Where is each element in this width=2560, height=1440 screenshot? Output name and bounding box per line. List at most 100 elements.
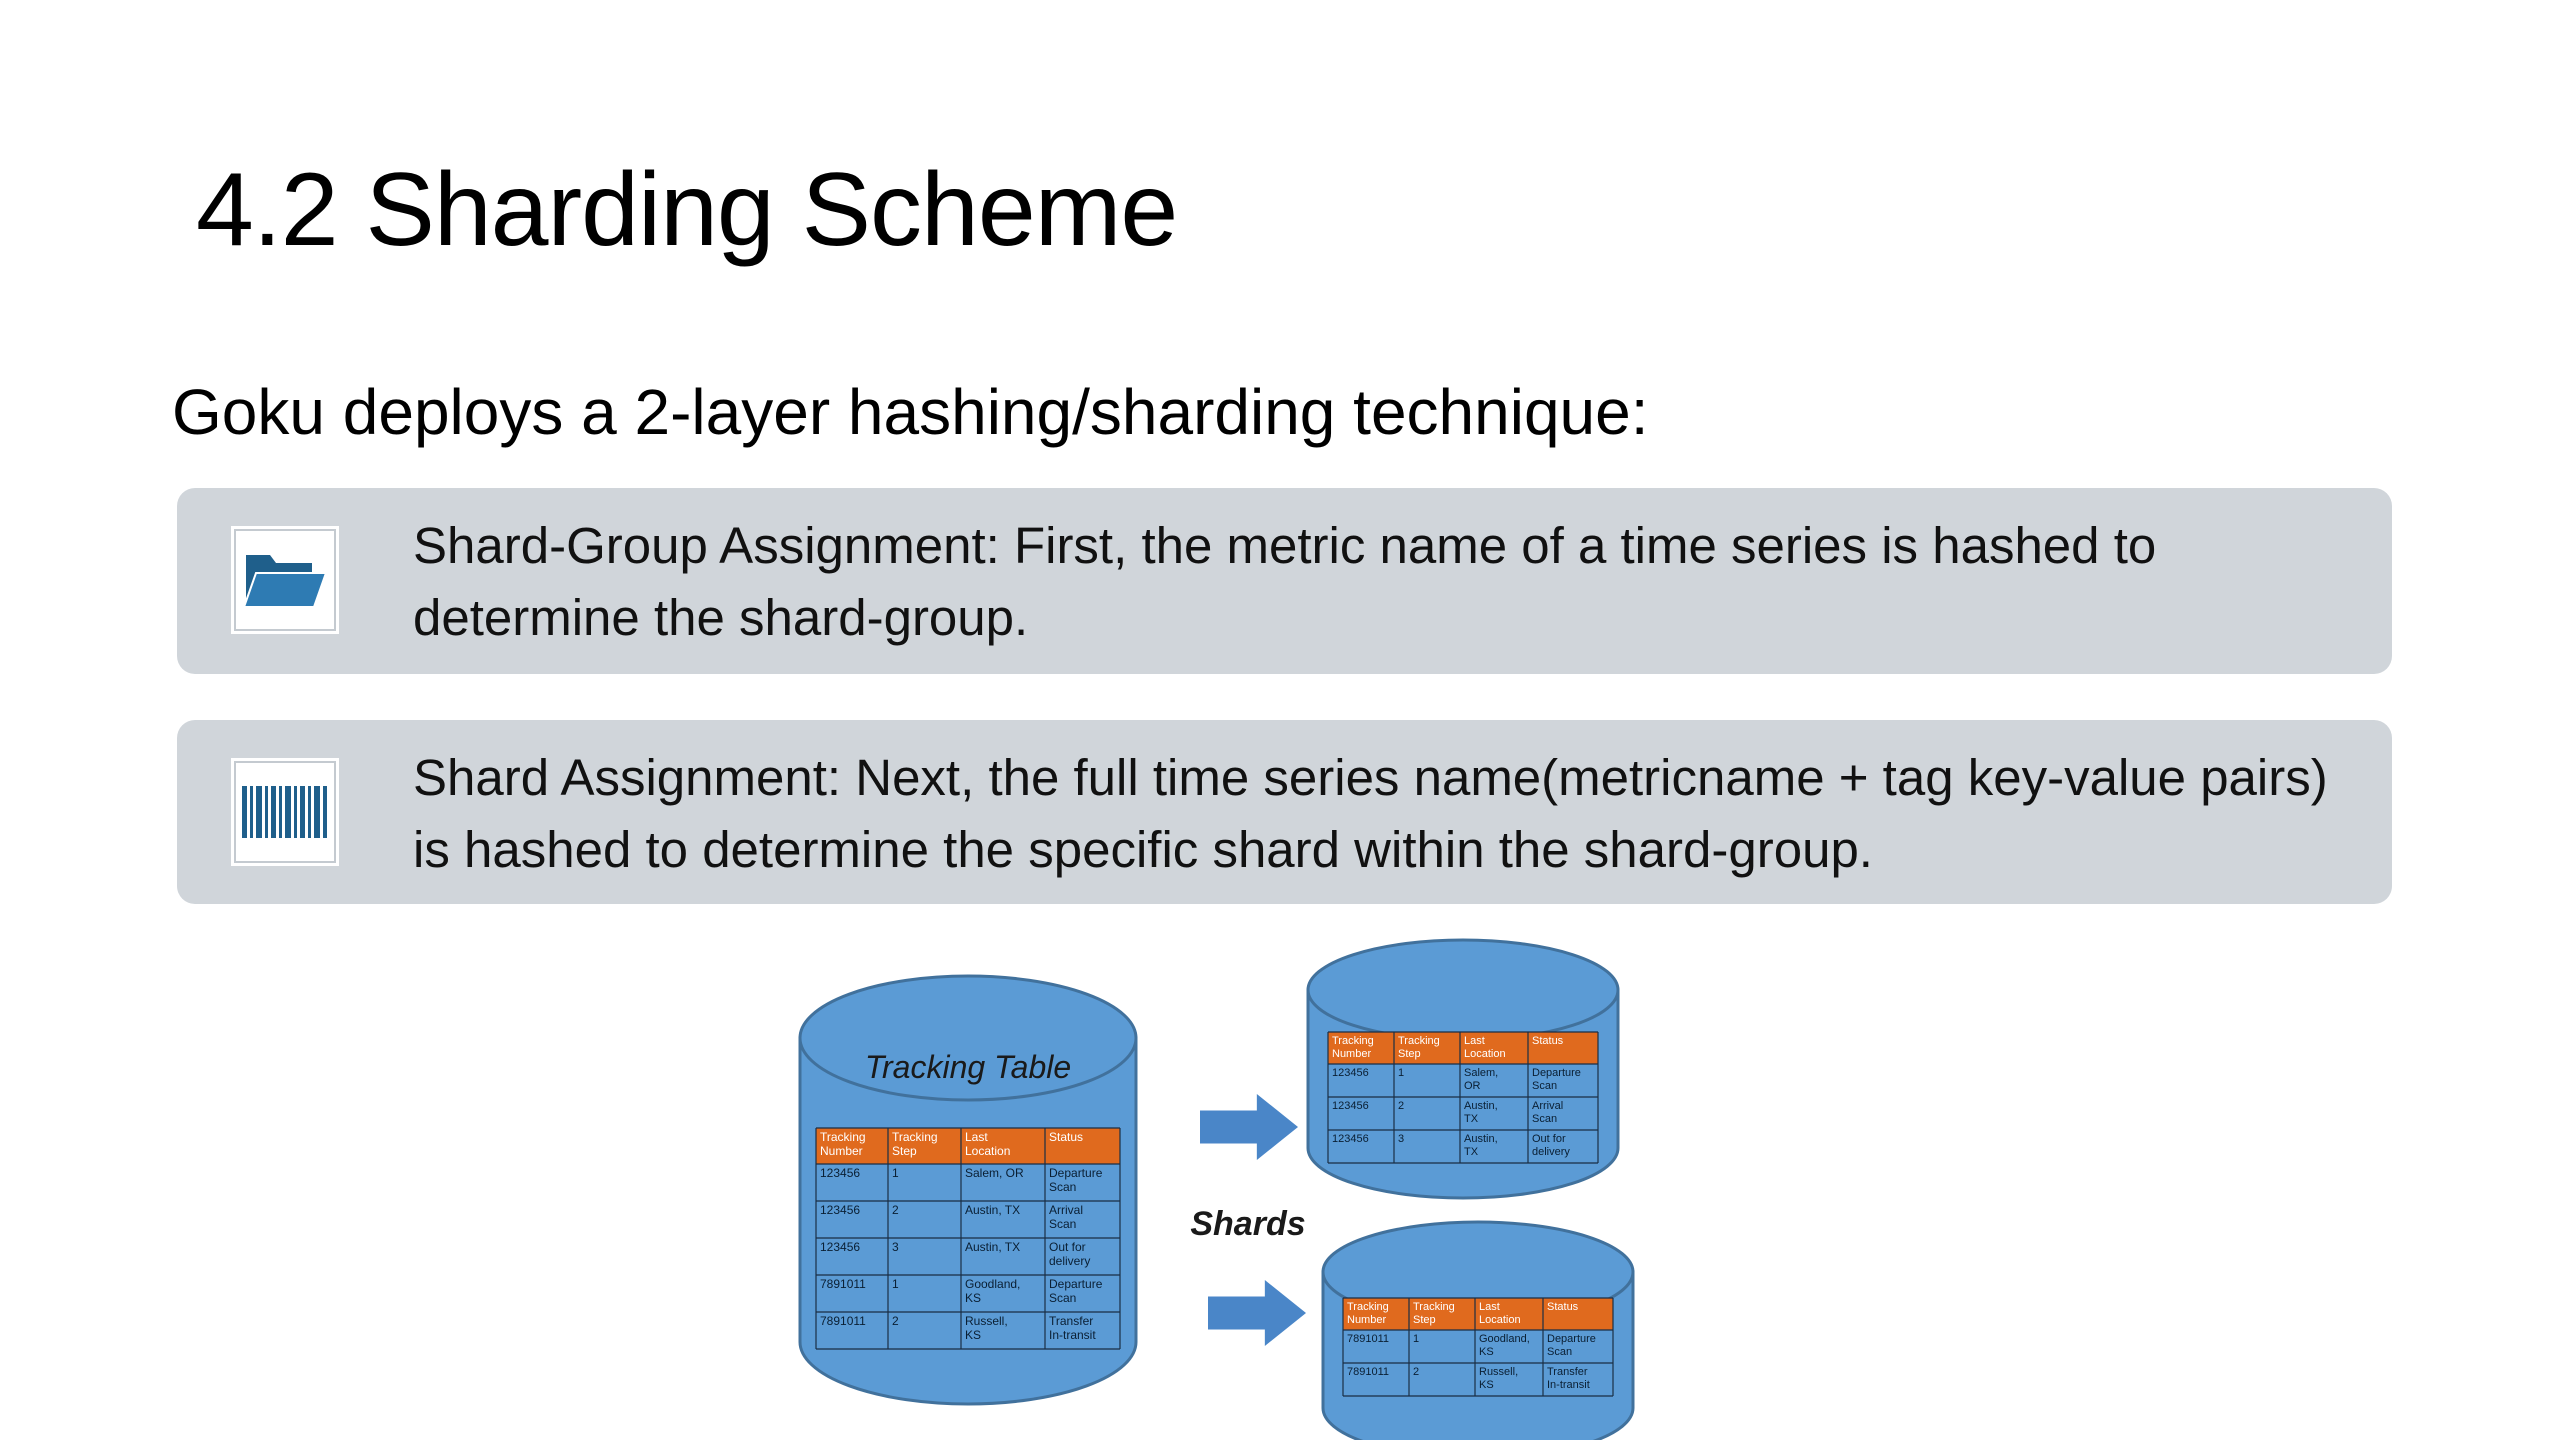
shard-2-table: TrackingNumberTrackingStepLastLocationSt… — [1342, 1297, 1614, 1397]
table-header-row — [1343, 1298, 1613, 1330]
cylinder-top — [1306, 938, 1620, 1042]
table-cell: 7891011 — [820, 1277, 866, 1291]
table-cell: 2 — [892, 1203, 899, 1217]
cylinder-body — [1306, 988, 1620, 1200]
table-cell: Russell, — [965, 1314, 1008, 1328]
table-cell: Russell, — [1479, 1366, 1518, 1378]
table-cell: Departure — [1049, 1277, 1103, 1291]
table-cell: Goodland, — [965, 1277, 1020, 1291]
table-cell: Departure — [1049, 1166, 1103, 1180]
table-cell: 1 — [892, 1166, 899, 1180]
table-header-cell: Step — [892, 1144, 917, 1158]
table-header-cell: Step — [1413, 1314, 1436, 1326]
table-cell: 3 — [1398, 1133, 1404, 1145]
table-header-cell: Location — [1464, 1048, 1506, 1060]
arrow-to-shard-1 — [1200, 1094, 1298, 1160]
table-header-cell: Tracking — [1398, 1035, 1440, 1047]
table-cell: delivery — [1049, 1254, 1090, 1268]
table-cell: KS — [1479, 1379, 1494, 1391]
table-cell: 7891011 — [1347, 1333, 1389, 1345]
slide-subtitle: Goku deploys a 2-layer hashing/sharding … — [172, 376, 1649, 448]
table-cell: 7891011 — [1347, 1366, 1389, 1378]
table-cell: 123456 — [1332, 1100, 1369, 1112]
table-cell: TX — [1464, 1113, 1479, 1125]
tracking-table-cylinder — [798, 974, 1138, 1406]
table-cell: Salem, OR — [965, 1166, 1024, 1180]
table-header-cell: Step — [1398, 1048, 1421, 1060]
table-cell: Salem, — [1464, 1067, 1498, 1079]
table-cell: Departure — [1532, 1067, 1581, 1079]
shards-label: Shards — [1190, 1205, 1305, 1243]
table-cell: Arrival — [1049, 1203, 1083, 1217]
table-cell: Scan — [1532, 1080, 1557, 1092]
table-header-cell: Number — [820, 1144, 863, 1158]
table-cell: Austin, — [1464, 1100, 1498, 1112]
cylinder-body — [1321, 1270, 1635, 1440]
table-header-row — [1328, 1032, 1598, 1064]
cylinder-top — [798, 974, 1138, 1102]
tracking-table: TrackingNumberTrackingStepLastLocationSt… — [815, 1127, 1121, 1350]
table-header-cell: Last — [965, 1130, 988, 1144]
table-cell: KS — [965, 1328, 981, 1342]
table-cell: Arrival — [1532, 1100, 1563, 1112]
table-cell: In-transit — [1049, 1328, 1096, 1342]
shard-2-cylinder — [1321, 1220, 1635, 1440]
cylinder-top — [1321, 1220, 1635, 1324]
table-cell: Transfer — [1547, 1366, 1588, 1378]
tracking-table-label: Tracking Table — [865, 1049, 1071, 1085]
table-header-cell: Last — [1464, 1035, 1485, 1047]
table-header-cell: Location — [965, 1144, 1010, 1158]
table-header-cell: Tracking — [1332, 1035, 1374, 1047]
table-header-cell: Tracking — [1413, 1301, 1455, 1313]
table-header-cell: Tracking — [1347, 1301, 1389, 1313]
table-cell: 2 — [1398, 1100, 1404, 1112]
table-cell: OR — [1464, 1080, 1481, 1092]
cylinder-body — [798, 1036, 1138, 1406]
table-cell: Scan — [1049, 1217, 1076, 1231]
table-cell: Goodland, — [1479, 1333, 1530, 1345]
shard-group-assignment-card: Shard-Group Assignment: First, the metri… — [177, 488, 2392, 674]
table-cell: 3 — [892, 1240, 899, 1254]
table-cell: 123456 — [820, 1166, 860, 1180]
barcode-icon — [231, 758, 339, 866]
table-cell: 1 — [1413, 1333, 1419, 1345]
table-cell: Scan — [1547, 1346, 1572, 1358]
table-cell: Austin, TX — [965, 1240, 1020, 1254]
table-cell: 123456 — [1332, 1133, 1369, 1145]
table-cell: TX — [1464, 1146, 1479, 1158]
table-cell: Out for — [1532, 1133, 1566, 1145]
table-cell: Austin, — [1464, 1133, 1498, 1145]
table-cell: 123456 — [1332, 1067, 1369, 1079]
folder-icon — [231, 526, 339, 634]
table-cell: Transfer — [1049, 1314, 1093, 1328]
table-header-cell: Number — [1332, 1048, 1371, 1060]
table-cell: KS — [965, 1291, 981, 1305]
table-header-cell: Status — [1532, 1035, 1564, 1047]
table-cell: Scan — [1049, 1180, 1076, 1194]
table-header-cell: Number — [1347, 1314, 1386, 1326]
table-cell: KS — [1479, 1346, 1494, 1358]
table-header-cell: Tracking — [892, 1130, 938, 1144]
table-cell: 2 — [1413, 1366, 1419, 1378]
table-cell: 7891011 — [820, 1314, 866, 1328]
table-header-row — [816, 1128, 1120, 1164]
table-cell: 2 — [892, 1314, 899, 1328]
table-cell: Austin, TX — [965, 1203, 1020, 1217]
table-header-cell: Status — [1049, 1130, 1083, 1144]
slide-title: 4.2 Sharding Scheme — [196, 152, 1178, 268]
table-header-cell: Tracking — [820, 1130, 866, 1144]
shard-assignment-card: Shard Assignment: Next, the full time se… — [177, 720, 2392, 904]
table-cell: 123456 — [820, 1240, 860, 1254]
shard-assignment-text: Shard Assignment: Next, the full time se… — [413, 749, 2328, 878]
table-header-cell: Status — [1547, 1301, 1579, 1313]
table-cell: Out for — [1049, 1240, 1086, 1254]
table-cell: 1 — [1398, 1067, 1404, 1079]
table-cell: Departure — [1547, 1333, 1596, 1345]
table-cell: In-transit — [1547, 1379, 1590, 1391]
table-header-cell: Last — [1479, 1301, 1500, 1313]
table-cell: Scan — [1049, 1291, 1076, 1305]
table-cell: delivery — [1532, 1146, 1570, 1158]
arrow-to-shard-2 — [1208, 1280, 1306, 1346]
table-header-cell: Location — [1479, 1314, 1521, 1326]
